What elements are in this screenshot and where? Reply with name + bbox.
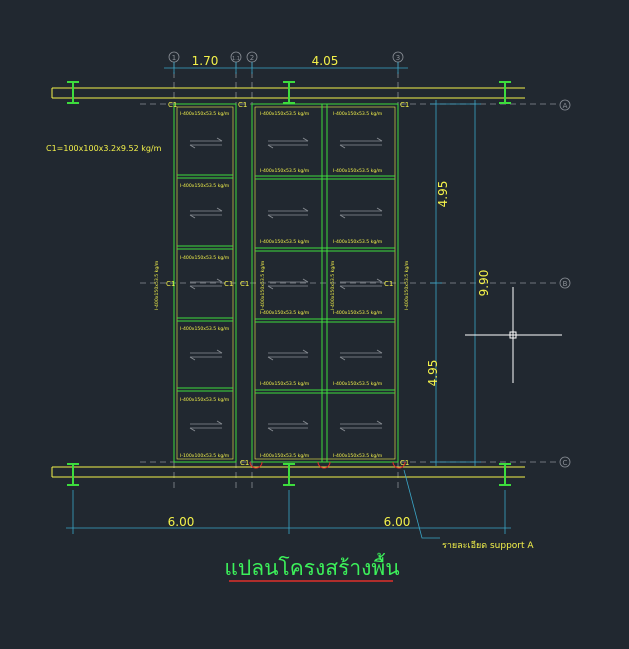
span-arrow-icon	[339, 349, 383, 361]
support-a-leader	[403, 469, 440, 539]
bottom-dim-text-1: 6.00	[168, 515, 195, 529]
span-arrow-icon	[189, 278, 223, 290]
support-post-bottom-mid	[283, 463, 295, 486]
support-a-arc	[392, 461, 406, 469]
grid-label-row-c: C	[563, 459, 568, 467]
top-dim-text-1: 1.70	[192, 54, 219, 68]
grid-label-row-b: B	[563, 280, 568, 288]
span-arrow-icon	[267, 278, 309, 290]
beam-label-vertical-right: I-400x150x53.5 kg/m	[404, 260, 410, 310]
beam-label-bay2: I-400x150x53.5 kg/m	[260, 239, 310, 245]
support-posts	[67, 81, 511, 486]
bay-2-3-inner	[254, 106, 396, 460]
column-label: C1	[384, 280, 393, 288]
span-arrow-icon	[339, 207, 383, 219]
bay-2-3-outline	[251, 103, 399, 463]
span-arrow-icon	[189, 349, 223, 361]
top-dimension	[164, 62, 408, 74]
right-dim-text-1: 4.95	[436, 181, 450, 208]
beam-label-bay3: I-400x150x53.5 kg/m	[333, 239, 383, 245]
bottom-dimension	[66, 490, 511, 534]
beam-label-bay3: I-400x150x53.5 kg/m	[333, 168, 383, 174]
support-post-top-right	[499, 81, 511, 104]
support-a-callout: รายละเอียด support A	[403, 469, 534, 551]
crosshair-cursor-icon	[465, 287, 562, 383]
grid-bubble-a	[559, 99, 571, 111]
column-label: C1	[240, 459, 249, 467]
span-arrow-icon	[339, 420, 383, 432]
beam-label-bay2: I-400x150x53.5 kg/m	[260, 168, 310, 174]
beam-label-bay2: I-400x150x53.5 kg/m	[260, 111, 310, 117]
beam-label-bay1: I-400x150x53.5 kg/m	[180, 111, 230, 117]
column-label: C1	[224, 280, 233, 288]
drawing-title: แปลนโครงสร้างพื้น	[224, 553, 399, 580]
bottom-dim-text-2: 6.00	[384, 515, 411, 529]
span-arrow-icon	[189, 420, 223, 432]
grid-label-row-a: A	[563, 102, 568, 110]
span-arrow-icon	[339, 137, 383, 149]
grid-bubble-b	[559, 277, 571, 289]
beam-label-bay1: I-400x150x53.5 kg/m	[180, 183, 230, 189]
span-arrow-icon	[189, 137, 223, 149]
beam-label-bay3: I-400x150x53.5 kg/m	[333, 381, 383, 387]
beam-label-bay2: I-400x150x53.5 kg/m	[260, 453, 310, 459]
support-a-arc	[249, 461, 263, 469]
span-arrow-icon	[339, 278, 383, 290]
span-arrow-icon	[267, 207, 309, 219]
support-a-arc	[317, 461, 331, 469]
bay-1-inner	[176, 106, 234, 460]
grid-bubble-c	[559, 456, 571, 468]
beam-label-bay1: I-400x150x53.5 kg/m	[180, 397, 230, 403]
support-a-note: รายละเอียด support A	[442, 540, 534, 551]
beam-label-bay3: I-400x150x53.5 kg/m	[333, 453, 383, 459]
right-dim-text-2: 4.95	[426, 360, 440, 387]
grid-bubbles	[168, 51, 571, 468]
right-dimensions	[430, 100, 481, 466]
beam-label-bay2: I-400x150x53.5 kg/m	[260, 310, 310, 316]
span-arrow-icon	[267, 137, 309, 149]
support-a-markers	[249, 461, 406, 469]
grid-label-col-3: 3	[396, 54, 400, 62]
floor-frame	[173, 103, 399, 463]
grid-label-col-2: 2	[250, 54, 254, 62]
crosshair-pickbox	[509, 331, 517, 339]
beam-labels: I-400x150x53.5 kg/m I-400x150x53.5 kg/m …	[154, 111, 410, 459]
support-post-top-left	[67, 81, 79, 104]
column-label: C1	[240, 280, 249, 288]
column-label: C1	[400, 101, 409, 109]
span-arrow-icon	[267, 349, 309, 361]
deck-span-arrows	[189, 137, 383, 432]
right-dim-text-total: 9.90	[477, 270, 491, 297]
grid-label-col-1-1: 1.1	[232, 56, 240, 62]
support-post-bottom-left	[67, 463, 79, 486]
beam-label-bay2: I-400x150x53.5 kg/m	[260, 381, 310, 387]
column-spec-note: C1=100x100x3.2x9.52 kg/m	[46, 144, 162, 153]
beam-label-vertical-left: I-400x150x53.5 kg/m	[154, 260, 160, 310]
bay-1-outline	[173, 103, 237, 463]
beam-label-bay1: I-400x150x53.5 kg/m	[180, 255, 230, 261]
column-label: C1	[166, 280, 175, 288]
span-arrow-icon	[267, 420, 309, 432]
beam-label-bay3: I-400x150x53.5 kg/m	[333, 111, 383, 117]
beam-label-vertical-mid2: I-400x150x53.5 kg/m	[330, 260, 336, 310]
support-post-top-mid	[283, 81, 295, 104]
beam-label-vertical-mid1: I-400x150x53.5 kg/m	[260, 260, 266, 310]
column-label: C1	[238, 101, 247, 109]
column-label: C1	[168, 101, 177, 109]
grid-bubble-labels: 1 1.1 2 3 A B C	[172, 54, 568, 467]
support-post-bottom-right	[499, 463, 511, 486]
beam-label-bay1: I-100x100x53.5 kg/m	[180, 453, 230, 459]
beam-label-bay1: I-400x150x53.5 kg/m	[180, 326, 230, 332]
beam-label-bay3: I-400x150x53.5 kg/m	[333, 310, 383, 316]
grid-label-col-1: 1	[172, 54, 176, 62]
top-dim-text-2: 4.05	[312, 54, 339, 68]
span-arrow-icon	[189, 207, 223, 219]
